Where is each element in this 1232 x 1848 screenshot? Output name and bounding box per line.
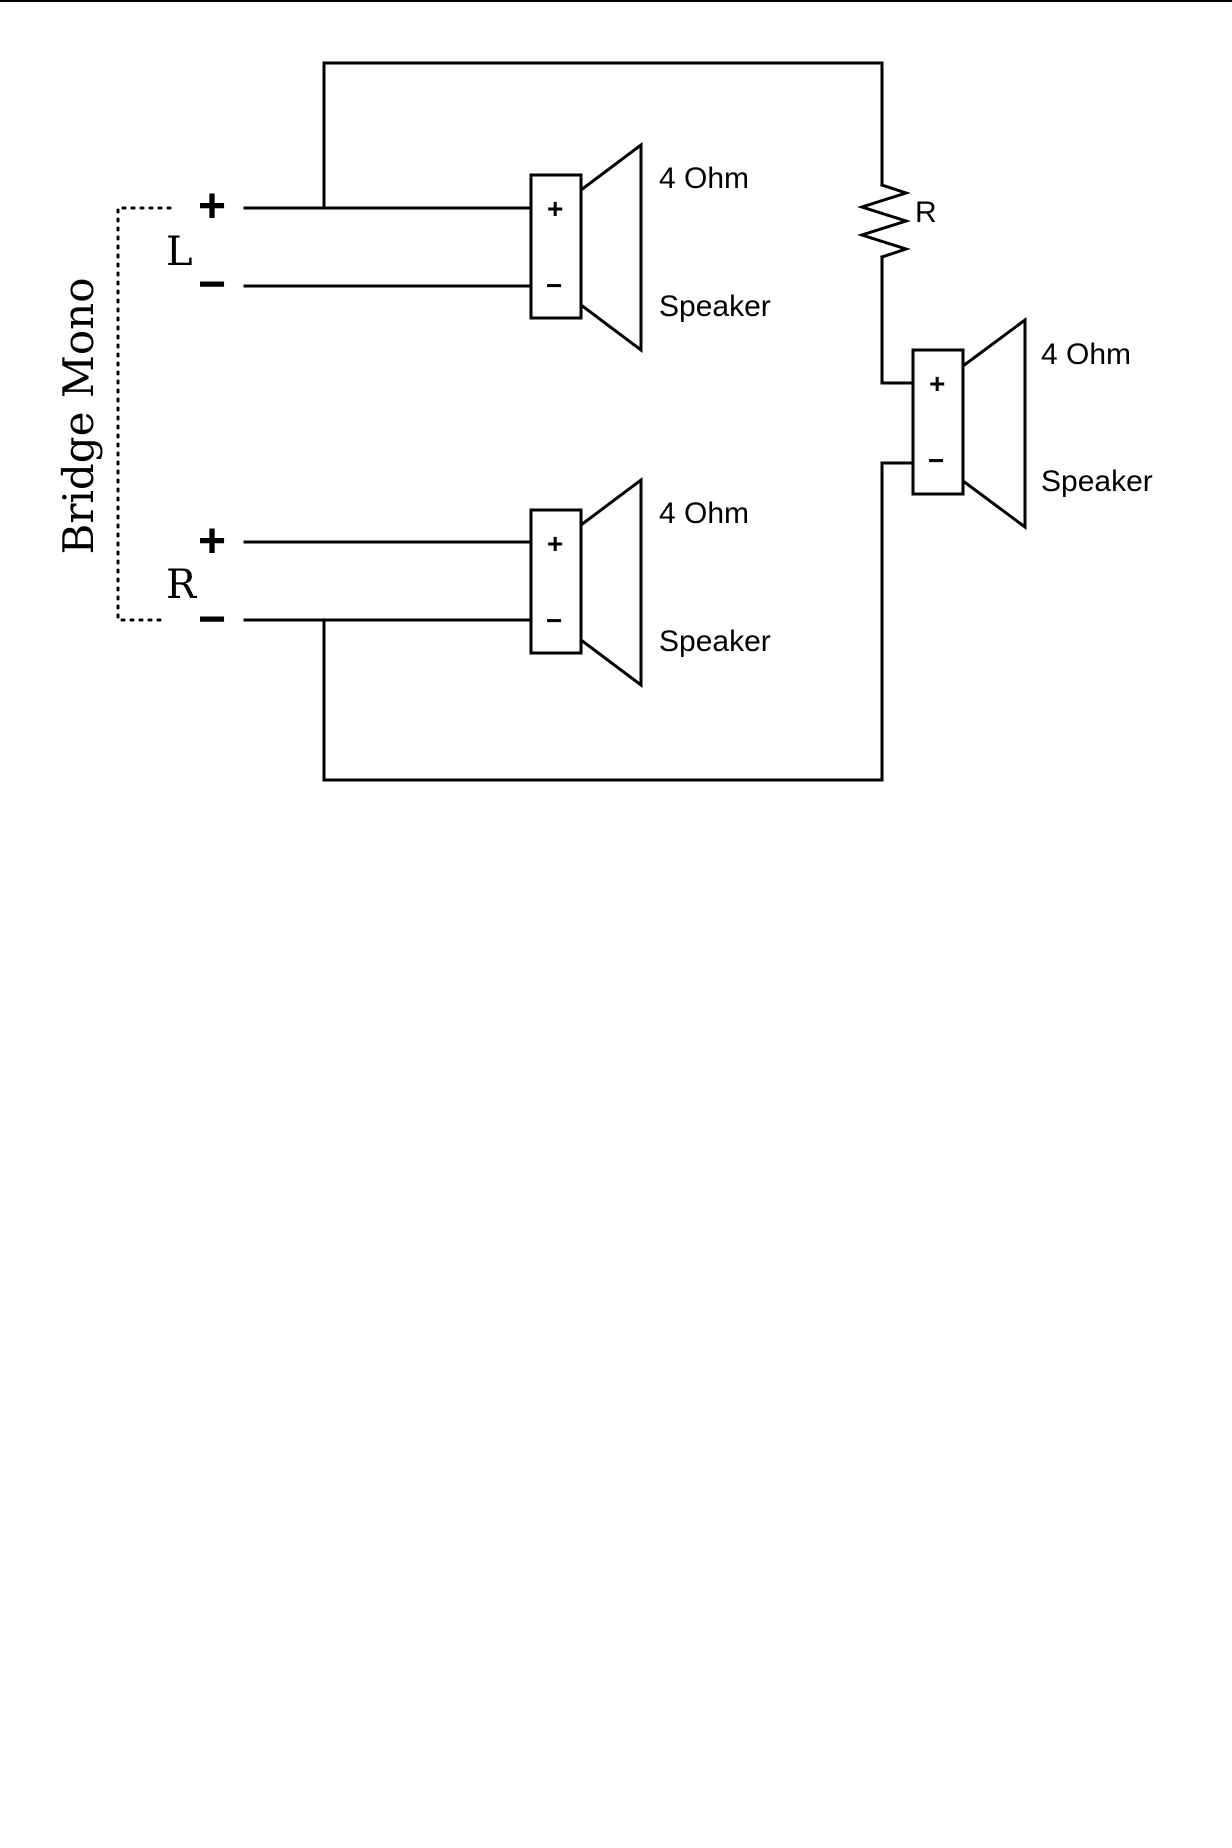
resistor-zigzag [857, 183, 911, 259]
speaker-top-impedance: 4 Ohm [659, 162, 749, 195]
speaker-right-magnet [911, 348, 965, 496]
wire-top-rail [322, 61, 884, 210]
right-channel-label: R [166, 562, 198, 608]
speaker-top-minus: − [546, 270, 562, 301]
right-minus-terminal: − [198, 593, 226, 646]
wire-bottom-rail [322, 461, 915, 782]
speaker-right: + − 4 Ohm Speaker [911, 317, 1153, 530]
left-plus-terminal: + [198, 180, 226, 233]
speaker-bottom-minus: − [546, 605, 562, 636]
resistor-label: R [915, 196, 937, 229]
speaker-top-plus: + [547, 193, 563, 224]
speaker-right-minus: − [928, 445, 944, 476]
speaker-top-cone [579, 142, 643, 353]
speaker-right-label: Speaker [1041, 465, 1153, 498]
wire-resistor-to-speaker3-plus [880, 255, 915, 385]
left-channel-label: L [166, 229, 193, 275]
left-minus-terminal: − [198, 258, 226, 311]
speaker-top-label: Speaker [659, 290, 771, 323]
speaker-bottom-label: Speaker [659, 625, 771, 658]
bridge-bracket [116, 206, 172, 622]
speaker-right-impedance: 4 Ohm [1041, 338, 1131, 371]
speaker-bottom-plus: + [547, 528, 563, 559]
bridge-mono-label: Bridge Mono [54, 278, 103, 555]
speaker-bottom-magnet [529, 508, 583, 655]
speaker-top-magnet [529, 173, 583, 320]
speaker-bottom: + − 4 Ohm Speaker [529, 477, 771, 688]
speaker-right-plus: + [929, 368, 945, 399]
speaker-bottom-cone [579, 477, 643, 688]
right-plus-terminal: + [198, 515, 226, 568]
speaker-top: + − 4 Ohm Speaker [529, 142, 771, 353]
speaker-right-cone [961, 317, 1027, 530]
speaker-bottom-impedance: 4 Ohm [659, 497, 749, 530]
